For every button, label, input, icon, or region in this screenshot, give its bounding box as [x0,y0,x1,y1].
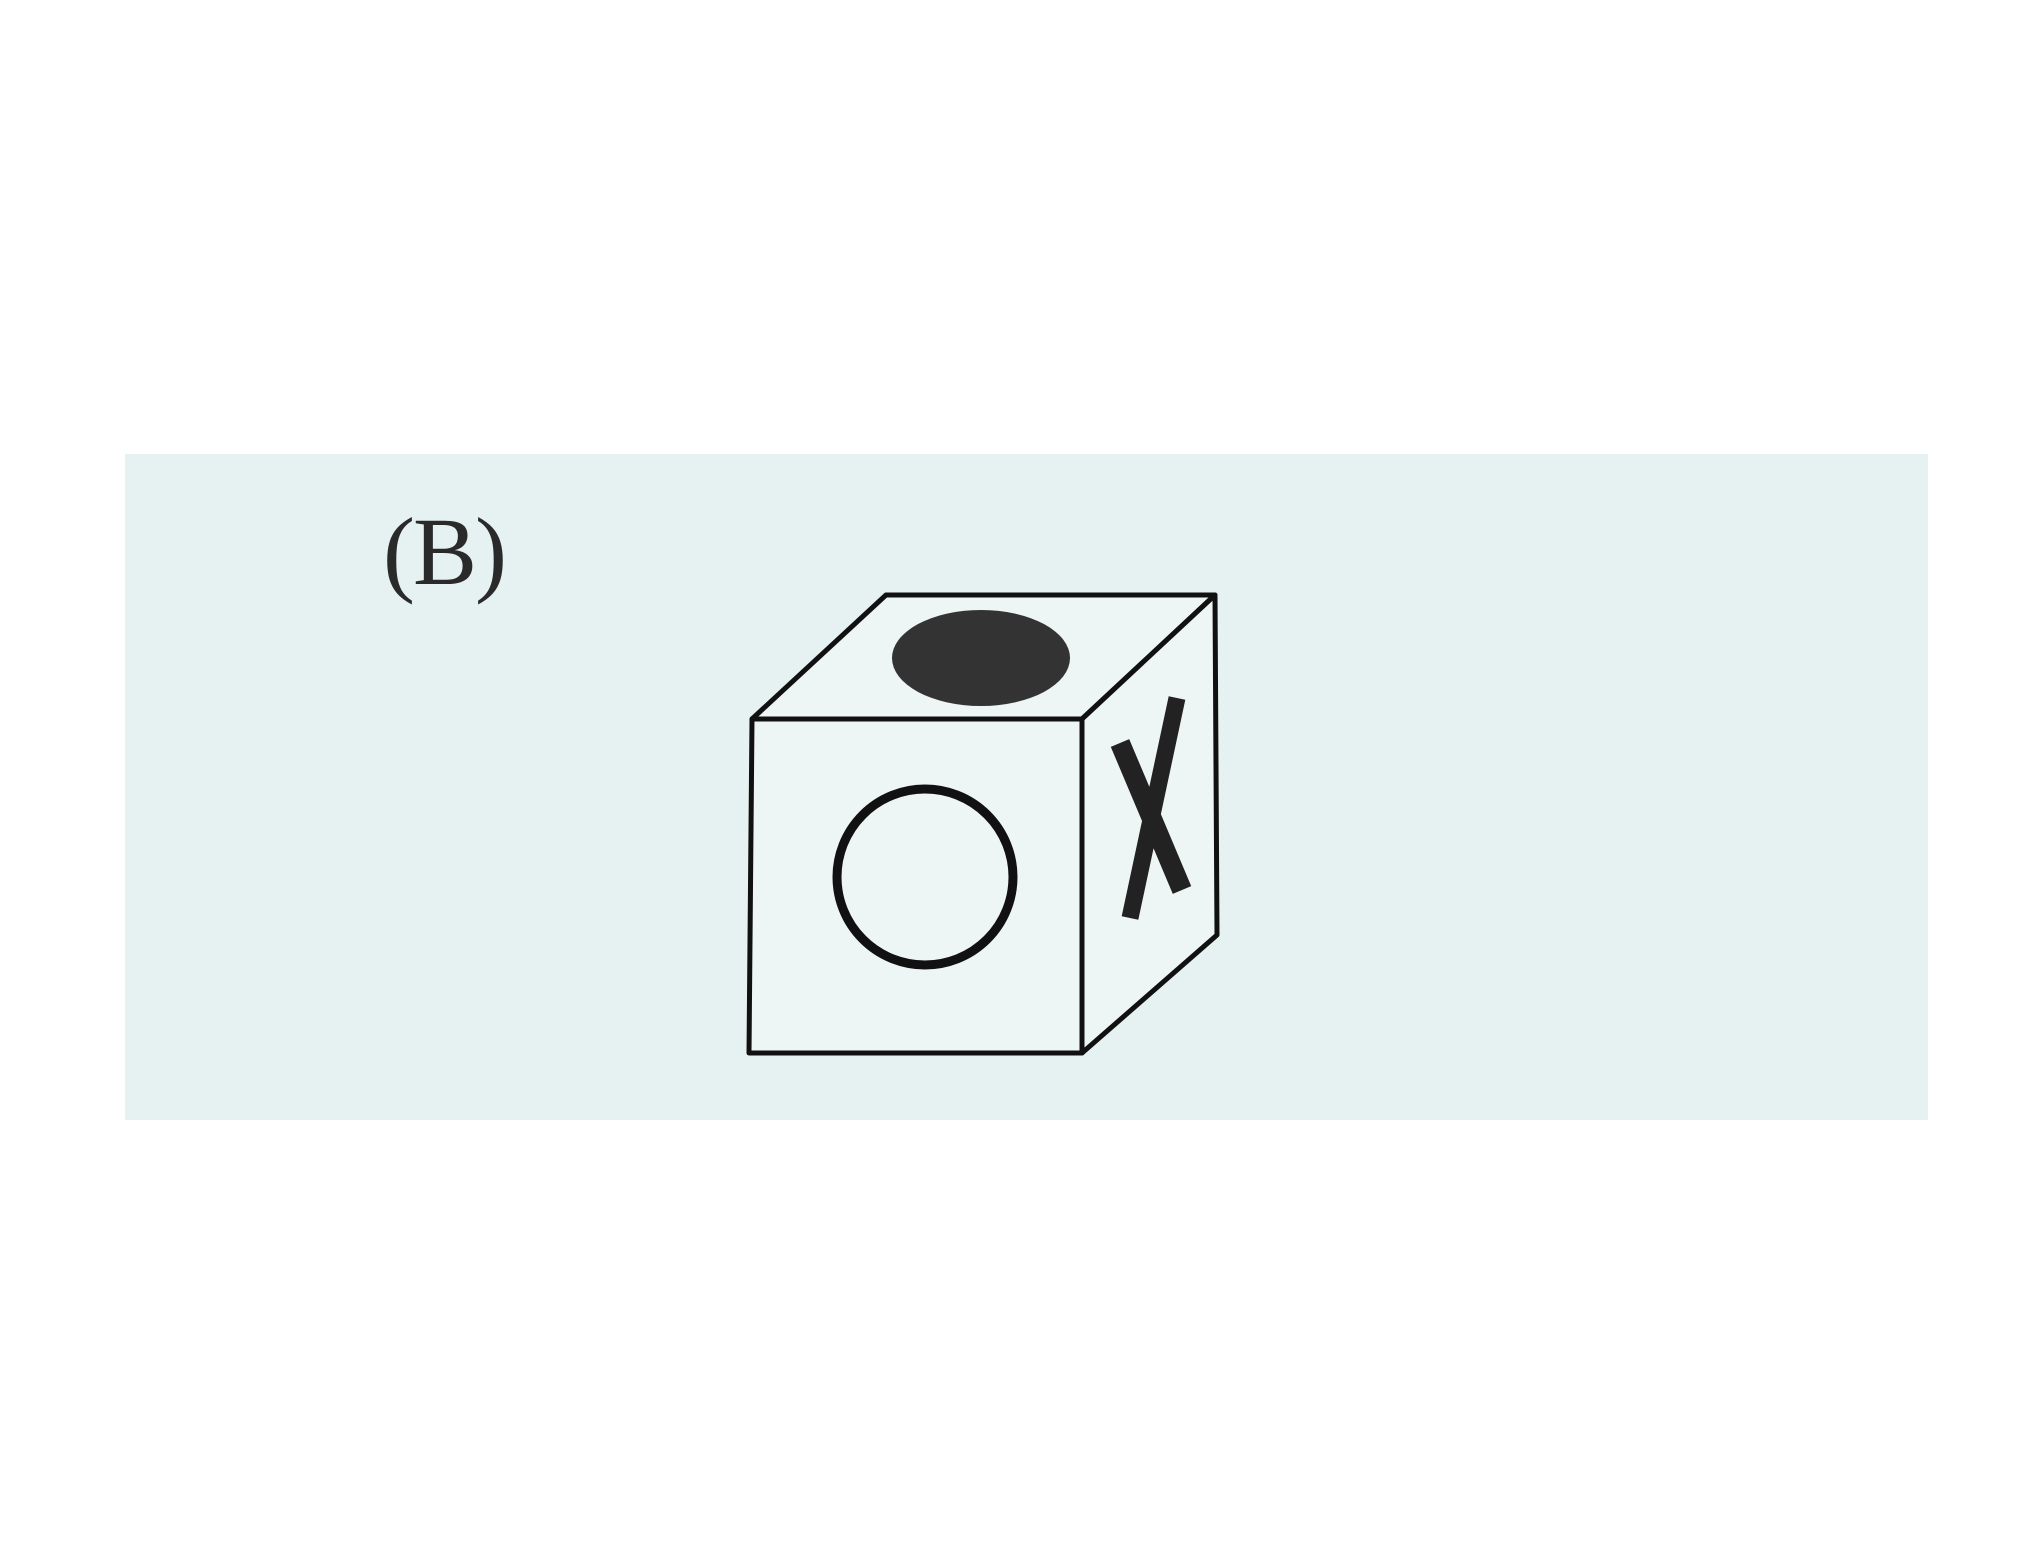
option-label: (B) [383,498,507,605]
x-cross-icon [1110,696,1192,920]
filled-ellipse-icon [892,610,1070,706]
hollow-circle-icon [832,784,1018,970]
cube-front-face [746,716,1085,1056]
